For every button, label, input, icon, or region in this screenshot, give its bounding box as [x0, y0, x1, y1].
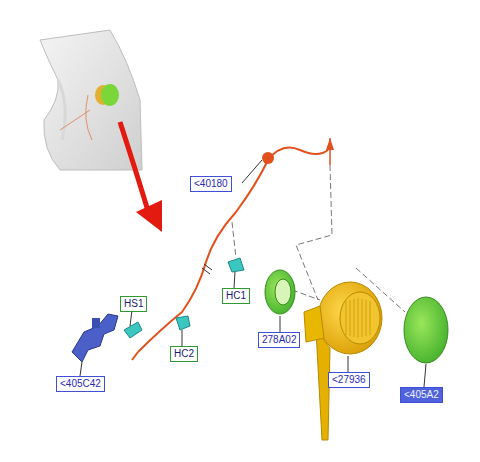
assembly-lines	[232, 165, 405, 312]
callout-box: HC2	[170, 346, 198, 362]
fuel-door	[404, 297, 448, 363]
part-number: <27936	[332, 374, 366, 386]
housing-rib	[350, 300, 351, 336]
housing-rib	[346, 301, 347, 335]
part-number: HC2	[174, 348, 194, 360]
housing-rib	[370, 301, 371, 335]
housing-rib	[362, 299, 363, 337]
part-number: <405A2	[404, 389, 439, 401]
part-number: <405C42	[60, 378, 101, 390]
callout-box: <405A2	[400, 387, 443, 403]
part-number: <40180	[194, 178, 228, 190]
callout-box: <405C42	[56, 376, 105, 392]
part-number: 278A02	[262, 334, 296, 346]
seal-ring	[265, 270, 295, 314]
housing-rib	[366, 300, 367, 336]
part-number: HS1	[124, 298, 143, 310]
pointer-arrow	[120, 122, 162, 232]
callout-box: <40180	[190, 176, 232, 192]
part-number: HC1	[226, 290, 246, 302]
housing-rib	[354, 299, 355, 337]
callout-box: HC1	[222, 288, 250, 304]
release-cable	[132, 138, 334, 360]
leader-lines	[80, 160, 426, 387]
callout-box: HS1	[120, 296, 147, 312]
filler-housing	[304, 282, 382, 440]
bracket	[72, 314, 118, 362]
callout-box: 278A02	[258, 332, 300, 348]
housing-rib	[358, 298, 359, 338]
callout-box: <27936	[328, 372, 370, 388]
